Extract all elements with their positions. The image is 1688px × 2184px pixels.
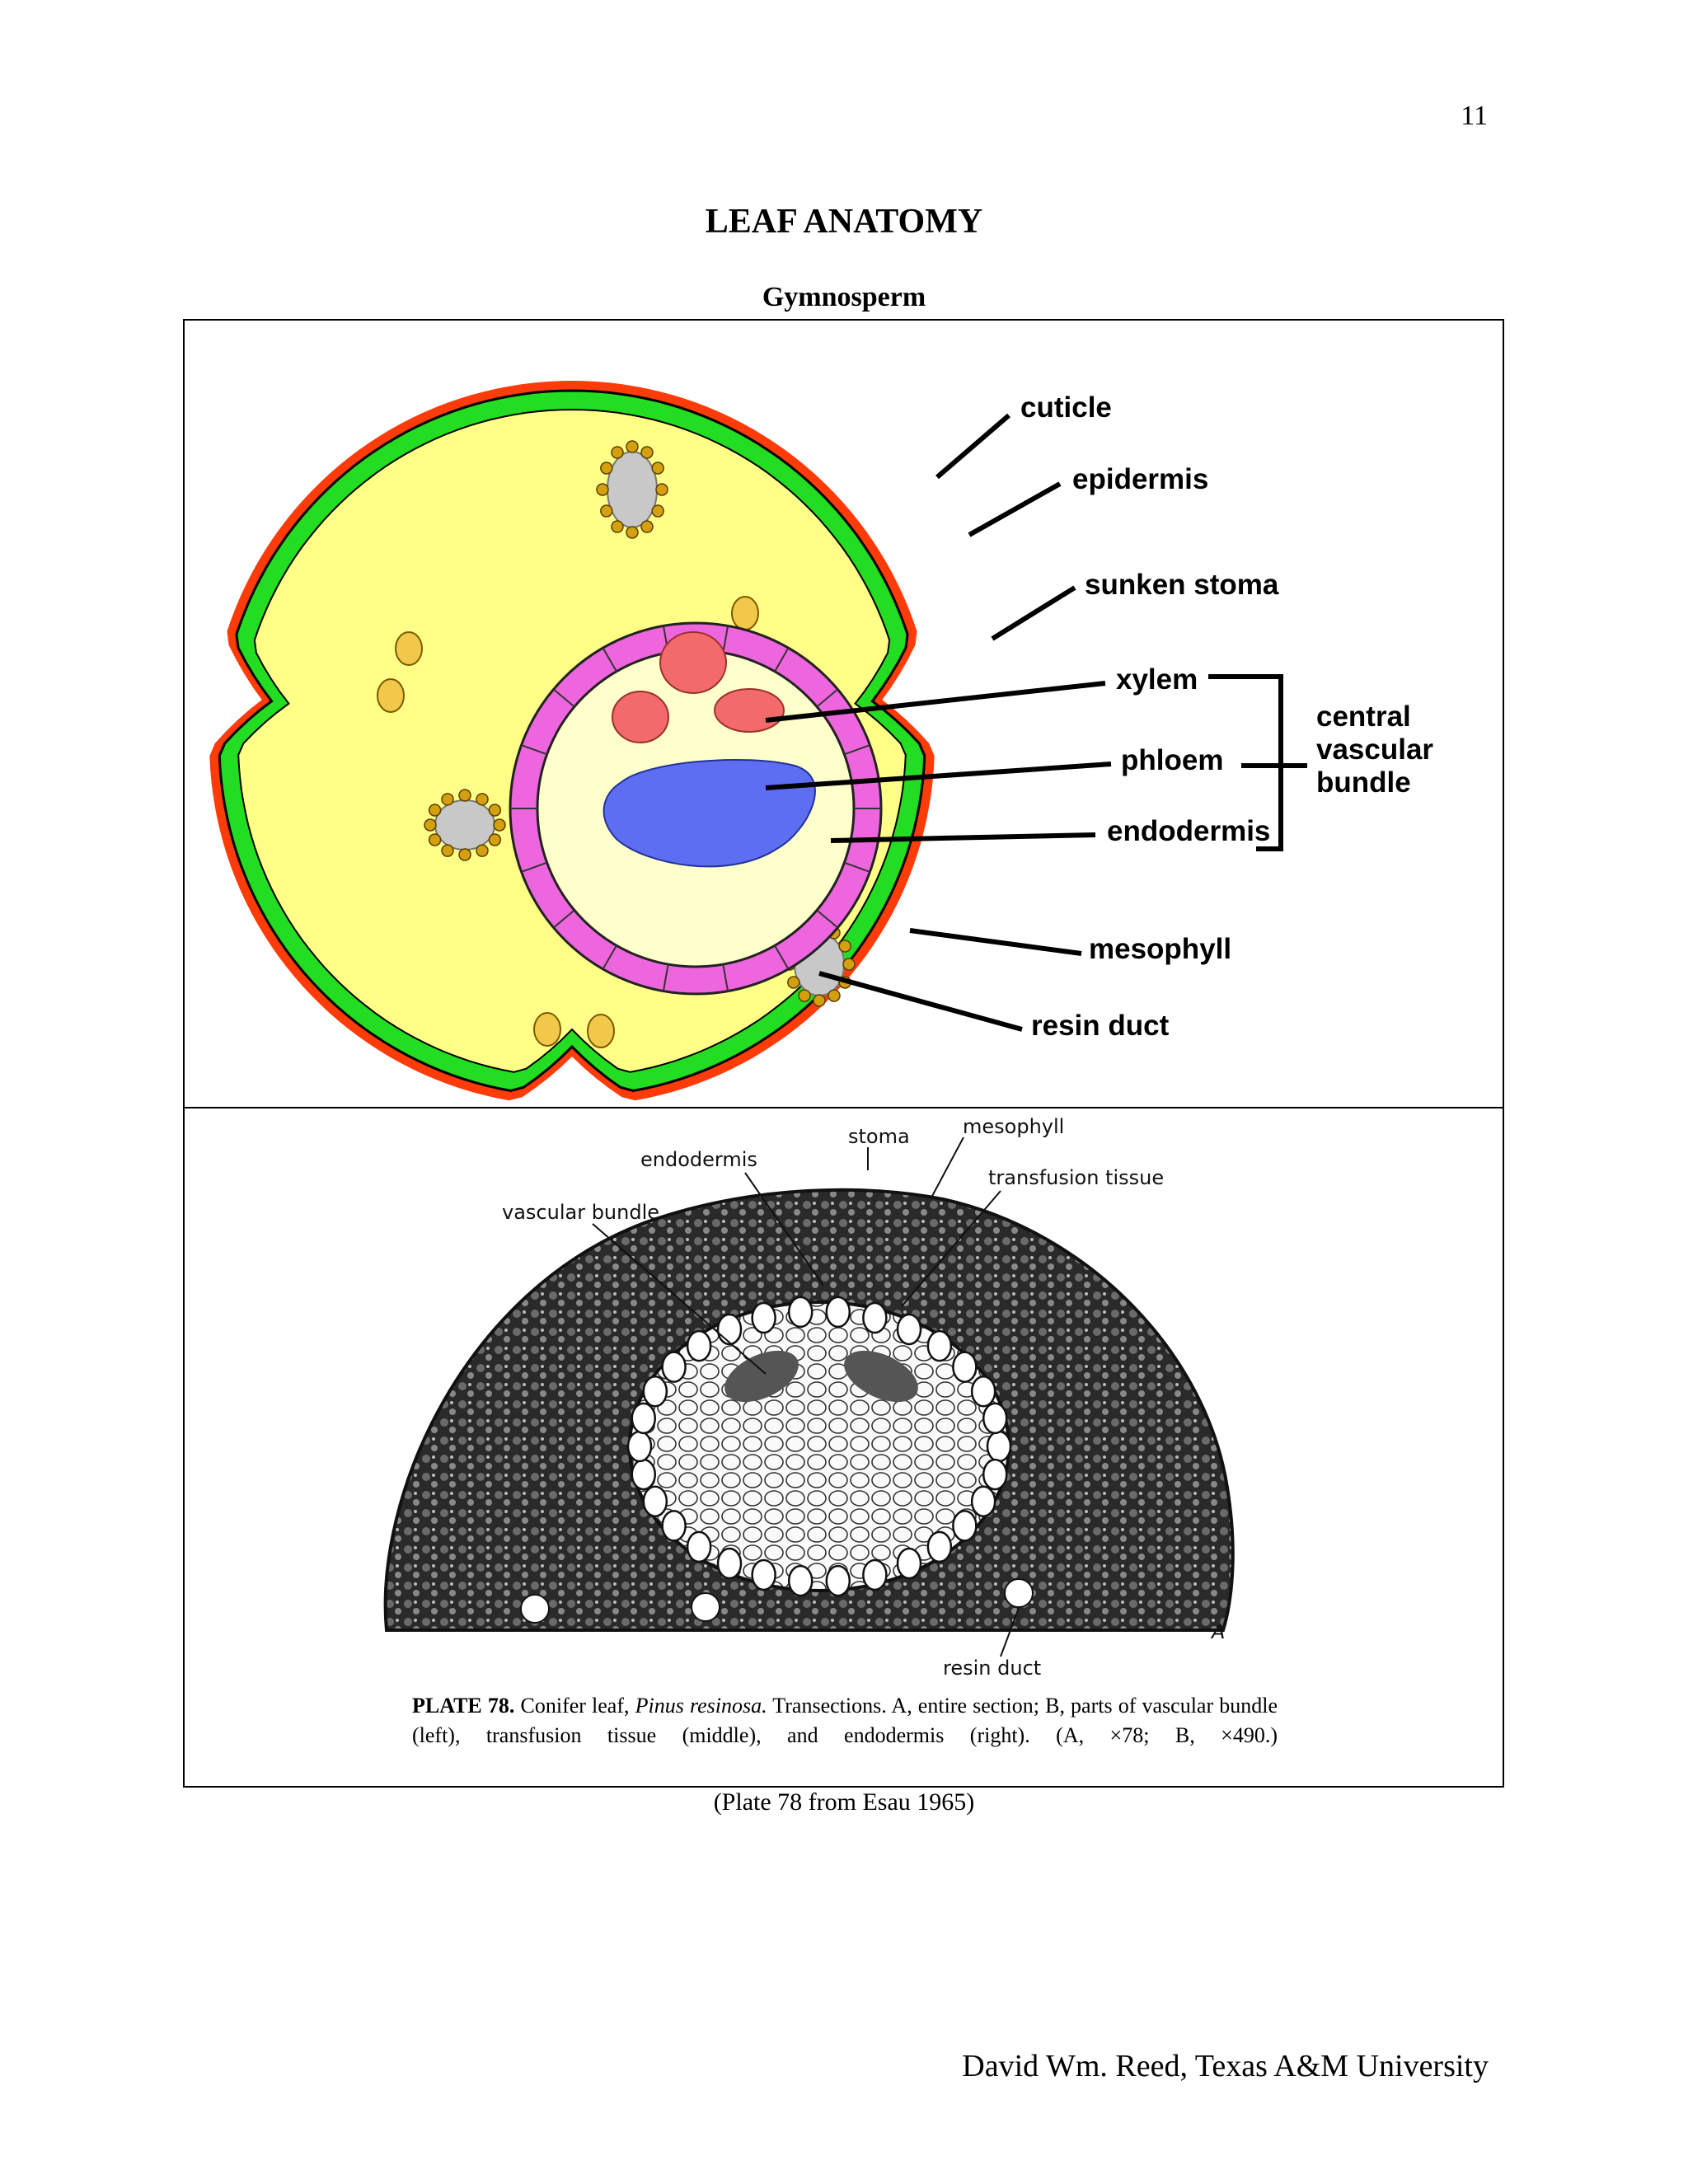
label-central-vascular-bundle-3: bundle bbox=[1316, 766, 1411, 799]
caption-text-1: Conifer leaf, bbox=[520, 1694, 630, 1718]
stoma-5 bbox=[533, 1012, 561, 1047]
phloem-region bbox=[603, 758, 816, 868]
page-title: LEAF ANATOMY bbox=[705, 203, 983, 241]
resin-duct-2 bbox=[424, 789, 506, 861]
figure-divider bbox=[183, 1107, 1504, 1108]
figure-frame bbox=[183, 319, 1504, 1788]
micrograph-plate: stoma mesophyll endodermis transfusion t… bbox=[383, 1115, 1235, 1680]
micrograph-resin-ducts bbox=[520, 1578, 1034, 1624]
label-resin-duct: resin duct bbox=[1031, 1010, 1170, 1042]
label-central-vascular-bundle-2: vascular bbox=[1316, 733, 1433, 766]
micro-label-transfusion-tissue: transfusion tissue bbox=[988, 1166, 1164, 1189]
source-note: (Plate 78 from Esau 1965) bbox=[713, 1788, 975, 1816]
label-cuticle: cuticle bbox=[1020, 391, 1112, 424]
stoma-6 bbox=[587, 1014, 615, 1048]
section-subtitle: Gymnosperm bbox=[762, 282, 926, 312]
endodermis-cell-walls bbox=[510, 626, 881, 991]
micro-label-endodermis: endodermis bbox=[640, 1148, 757, 1171]
micrograph-vascular-bundles bbox=[724, 1350, 918, 1403]
caption-text-2: Transections. A, entire section; B, part… bbox=[412, 1694, 1278, 1747]
caption-species: Pinus resinosa. bbox=[635, 1694, 767, 1718]
leader-lines bbox=[765, 413, 1307, 1032]
label-phloem: phloem bbox=[1121, 744, 1223, 776]
plate-caption: PLATE 78. Conifer leaf, Pinus resinosa. … bbox=[412, 1691, 1278, 1750]
micro-label-resin-duct: resin duct bbox=[943, 1657, 1041, 1680]
label-mesophyll: mesophyll bbox=[1089, 933, 1231, 965]
label-central-vascular-bundle-1: central bbox=[1316, 701, 1411, 733]
micro-label-stoma: stoma bbox=[848, 1125, 910, 1148]
stoma-1 bbox=[395, 631, 423, 666]
stoma-3 bbox=[731, 596, 759, 630]
micrograph-leader-lines bbox=[592, 1137, 1020, 1657]
xylem-strand-3 bbox=[714, 688, 785, 733]
caption-plate-number: PLATE 78. bbox=[412, 1694, 515, 1718]
page-number: 11 bbox=[1461, 101, 1488, 131]
micro-panel-letter: A bbox=[1210, 1620, 1225, 1643]
micrograph-endodermis-cells bbox=[626, 1296, 1012, 1597]
leaf-cross-section-diagram: cuticle epidermis sunken stoma xylem phl… bbox=[209, 381, 1433, 1101]
micro-label-mesophyll: mesophyll bbox=[963, 1115, 1064, 1138]
label-xylem: xylem bbox=[1116, 663, 1198, 696]
label-sunken-stoma: sunken stoma bbox=[1085, 569, 1279, 601]
label-endodermis: endodermis bbox=[1107, 815, 1270, 847]
stoma-2 bbox=[377, 678, 405, 713]
label-epidermis: epidermis bbox=[1072, 463, 1208, 495]
xylem-strand-2 bbox=[612, 691, 669, 743]
resin-duct-1 bbox=[596, 440, 668, 539]
micro-label-vascular-bundle: vascular bundle bbox=[502, 1201, 659, 1224]
page-footer: David Wm. Reed, Texas A&M University bbox=[962, 2049, 1489, 2083]
xylem-strand-1 bbox=[659, 631, 727, 694]
